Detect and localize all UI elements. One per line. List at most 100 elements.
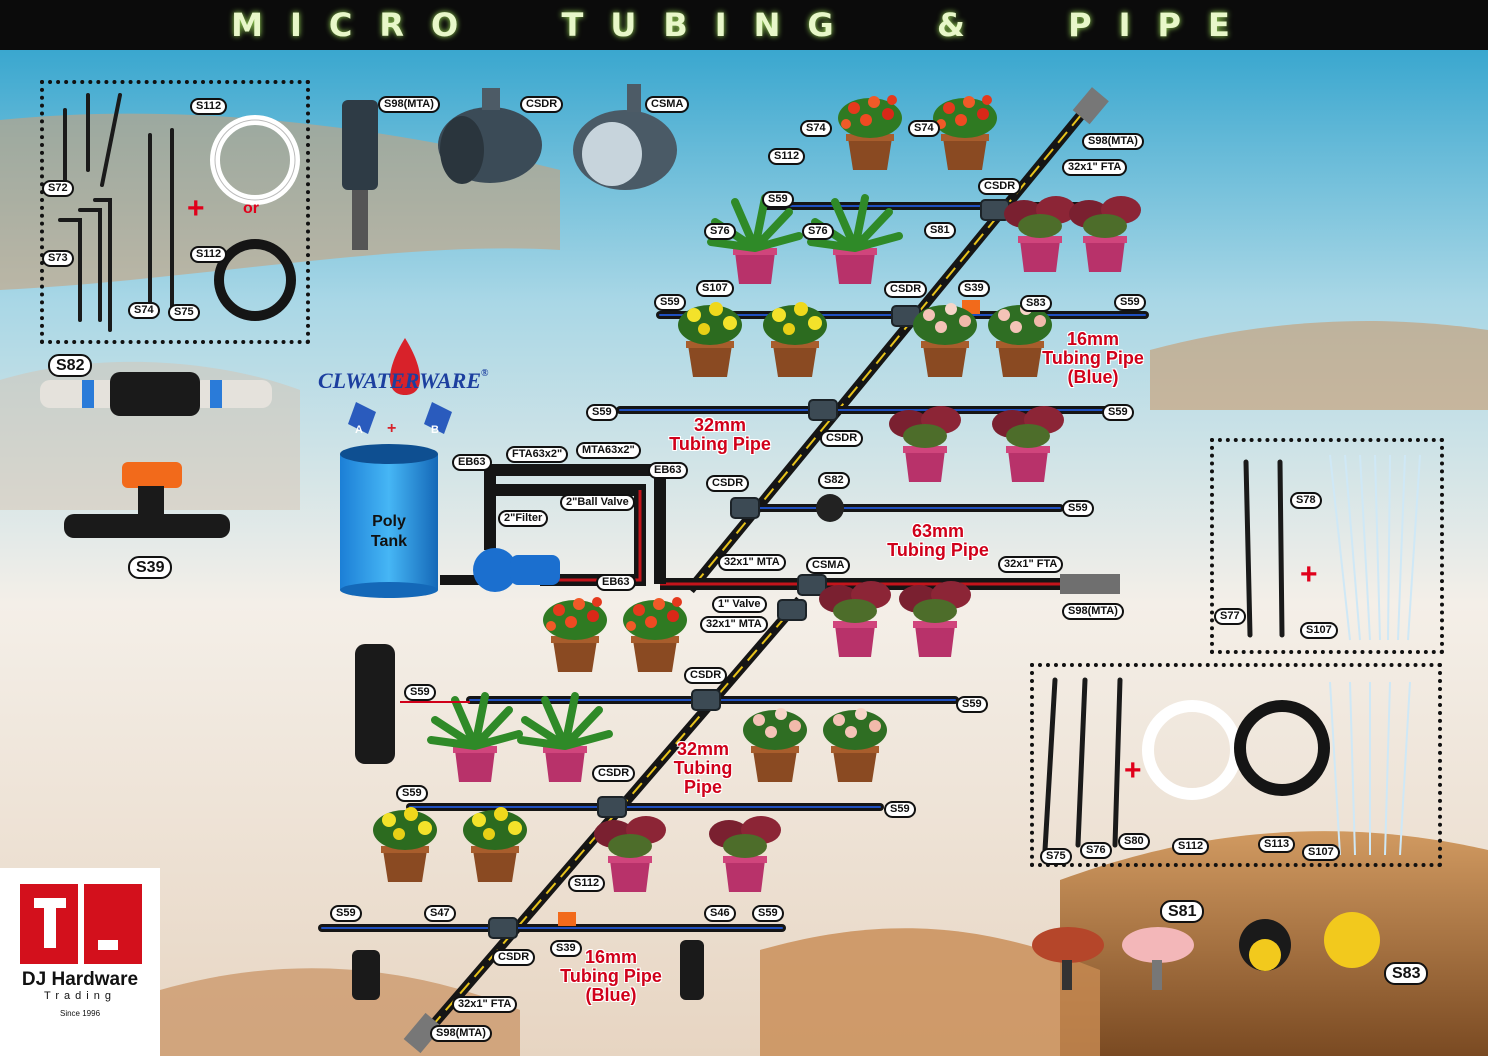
callout-line: Tubing Pipe <box>887 540 989 560</box>
callout-line: 16mm <box>584 947 638 967</box>
callout-line: 16mm <box>1066 329 1120 349</box>
part-label: S113 <box>1258 836 1296 853</box>
tubing-coil-icon <box>214 239 296 321</box>
part-label: S82 <box>48 354 93 377</box>
part-label: 32x1" FTA <box>452 996 518 1013</box>
ball-valve-icon <box>558 912 576 926</box>
part-label: CSDR <box>492 949 536 966</box>
microtube-bundle-icon <box>1329 681 1411 856</box>
part-label: S59 <box>1114 294 1146 311</box>
part-label: S73 <box>42 250 74 267</box>
part-label: S107 <box>696 280 734 297</box>
kit-box-left <box>40 80 310 344</box>
part-label: S81 <box>924 222 956 239</box>
part-label: 32x1" MTA <box>718 554 786 571</box>
part-label: 2"Filter <box>498 510 549 527</box>
logo-subtitle: Trading <box>44 990 116 1002</box>
tank-label-line1: Poly <box>372 513 406 530</box>
tubing-coil-icon <box>210 115 300 205</box>
part-label: S78 <box>1290 492 1322 509</box>
callout-16mm-top: 16mm Tubing Pipe (Blue) <box>1038 330 1148 387</box>
adjustable-dripper-icon <box>1239 912 1380 971</box>
brand-bag-a: A <box>355 424 363 436</box>
part-label: CSMA <box>645 96 690 113</box>
part-label: S112 <box>190 246 228 263</box>
part-label: S75 <box>1040 848 1072 865</box>
connector-icon <box>680 940 704 1000</box>
page-title: MICRO TUBING & PIPE <box>231 6 1257 44</box>
part-label: CSDR <box>978 178 1022 195</box>
part-label: S59 <box>1062 500 1094 517</box>
part-label: EB63 <box>596 574 636 591</box>
part-label: 32x1" MTA <box>700 616 768 633</box>
part-label: S59 <box>586 404 618 421</box>
part-label: S83 <box>1384 962 1429 985</box>
part-label: S72 <box>42 180 74 197</box>
callout-63mm: 63mm Tubing Pipe <box>878 522 998 560</box>
part-label: S39 <box>958 280 990 297</box>
part-label: S98(MTA) <box>1062 603 1124 620</box>
callout-line: (Blue) <box>585 985 637 1005</box>
part-label: S98(MTA) <box>378 96 440 113</box>
pressure-dripper-icon <box>1032 927 1194 990</box>
plus-icon: + <box>1124 754 1142 787</box>
part-label: S39 <box>550 940 582 957</box>
part-label: CSDR <box>884 281 928 298</box>
part-label: S81 <box>1160 900 1205 923</box>
dripper-icon <box>1243 459 1285 638</box>
dripper-icon <box>58 93 174 332</box>
part-label: S59 <box>762 191 794 208</box>
callout-line: 63mm <box>911 521 965 541</box>
csma-saddle-icon <box>573 84 677 190</box>
part-label: S59 <box>884 801 916 818</box>
part-label: S76 <box>1080 842 1112 859</box>
part-label: CSDR <box>520 96 564 113</box>
diagram-scene: + + + CLWATERWARE® A + B Poly Tank 16mm … <box>0 50 1488 1056</box>
part-label: S47 <box>424 905 456 922</box>
part-label: S82 <box>818 472 850 489</box>
part-label: S112 <box>768 148 806 165</box>
connector-icon <box>352 950 380 1000</box>
microtube-bundle-icon <box>1329 454 1421 641</box>
s39-valve-icon <box>64 462 230 538</box>
part-label: S74 <box>128 302 160 319</box>
plus-icon: + <box>187 192 205 225</box>
part-label: S74 <box>908 120 940 137</box>
part-label: S76 <box>802 223 834 240</box>
s82-filter-icon <box>40 372 272 416</box>
brand-bag-b: B <box>431 424 439 436</box>
callout-16mm-bottom: 16mm Tubing Pipe (Blue) <box>556 948 666 1005</box>
part-label: S59 <box>654 294 686 311</box>
part-label: S59 <box>330 905 362 922</box>
part-label: CSDR <box>820 430 864 447</box>
part-label: S98(MTA) <box>430 1025 492 1042</box>
company-logo: DJ Hardware Trading Since 1996 <box>0 868 160 1056</box>
part-label: S59 <box>1102 404 1134 421</box>
diagram-canvas <box>0 50 1488 1056</box>
callout-32mm-lower: 32mm Tubing Pipe <box>668 740 738 797</box>
csdr-saddle-icon <box>438 88 542 184</box>
part-label: S112 <box>1172 838 1210 855</box>
part-label: S112 <box>190 98 228 115</box>
part-label: EB63 <box>452 454 492 471</box>
part-label: CSDR <box>592 765 636 782</box>
part-label: S75 <box>168 304 200 321</box>
callout-line: (Blue) <box>1067 367 1119 387</box>
part-label: S46 <box>704 905 736 922</box>
brand-drop-icon <box>348 338 452 434</box>
brand-name: CLWATERWARE® <box>318 368 489 394</box>
pump-icon <box>473 548 560 592</box>
s98-adapter-icon <box>342 100 378 250</box>
logo-name: DJ Hardware <box>21 969 139 990</box>
brand-registered: ® <box>481 368 489 379</box>
part-label: 32x1" FTA <box>1062 159 1128 176</box>
callout-32mm-upper: 32mm Tubing Pipe <box>660 416 780 454</box>
part-label: S107 <box>1302 844 1340 861</box>
filter-icon <box>816 494 844 522</box>
part-label: S80 <box>1118 833 1150 850</box>
tubing-coil-icon <box>1234 700 1330 796</box>
part-label: FTA63x2" <box>506 446 569 463</box>
page-header: MICRO TUBING & PIPE <box>0 0 1488 50</box>
part-label: S77 <box>1214 608 1246 625</box>
part-label: 32x1" FTA <box>998 556 1064 573</box>
